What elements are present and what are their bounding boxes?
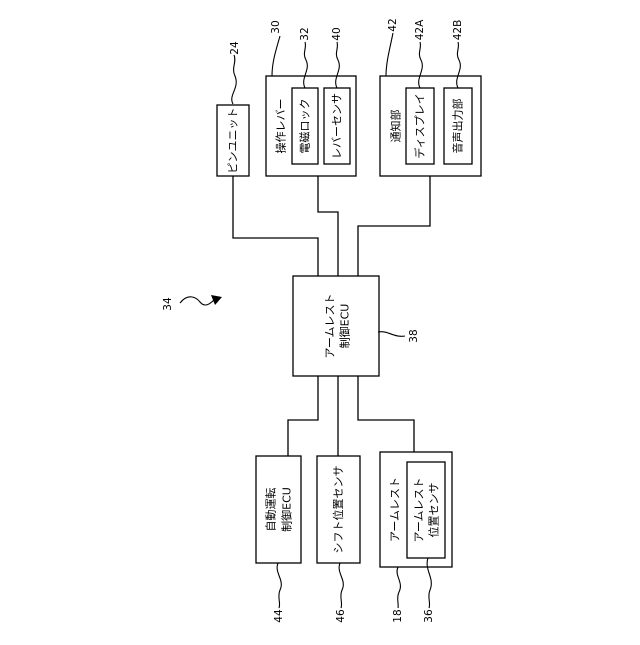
audio-output-label: 音声出力部 — [451, 99, 465, 154]
pin-unit-label: ピンユニット — [227, 108, 240, 174]
wire-auto-ecu — [288, 376, 318, 456]
armrest-ecu-label-line1: アームレスト — [324, 293, 337, 358]
armrest-label: アームレスト — [389, 477, 402, 542]
ref-system: 34 — [162, 297, 174, 311]
audio-output-block: 音声出力部 — [444, 88, 472, 164]
ref-audio-output: 42B — [452, 20, 464, 41]
lever-sensor-label: レバーセンサ — [331, 93, 344, 159]
armrest-block: アームレスト アームレスト 位置センサ — [380, 452, 452, 567]
wire-notify — [358, 176, 430, 276]
autonomous-driving-ecu-block: 自動運転 制御ECU — [256, 456, 301, 563]
ref-shift-sensor: 46 — [335, 609, 347, 623]
ref-lever-sensor: 40 — [331, 27, 343, 40]
ref-armrest: 18 — [392, 609, 404, 622]
ref-armrest-position-sensor: 36 — [423, 609, 435, 623]
wire-pin-unit — [233, 176, 318, 276]
ref-pin-unit: 24 — [229, 41, 241, 55]
ref-electromagnetic-lock: 32 — [299, 27, 311, 40]
display-block: ディスプレイ — [406, 88, 434, 164]
armrest-position-sensor-block: アームレスト 位置センサ — [407, 462, 445, 558]
lever-sensor-block: レバーセンサ — [324, 88, 350, 164]
electromagnetic-lock-block: 電磁ロック — [292, 88, 318, 164]
ref-auto-ecu: 44 — [273, 609, 285, 623]
armrest-ecu-label-line2: 制御ECU — [338, 304, 352, 349]
pin-unit-block: ピンユニット — [217, 105, 249, 176]
wire-armrest — [358, 376, 414, 452]
system-arrow — [180, 297, 215, 305]
notification-label: 通知部 — [389, 110, 403, 143]
wire-lever — [318, 176, 338, 276]
display-label: ディスプレイ — [413, 93, 427, 158]
electromagnetic-lock-label: 電磁ロック — [299, 99, 312, 154]
armrest-pos-label-line1: アームレスト — [413, 477, 426, 542]
ref-armrest-ecu: 38 — [408, 329, 420, 342]
ref-operation-lever: 30 — [270, 20, 282, 33]
notification-block: 通知部 ディスプレイ 音声出力部 — [380, 76, 481, 176]
system-arrow-head — [211, 295, 222, 305]
ref-display: 42A — [414, 19, 426, 40]
ref-notification: 42 — [387, 18, 399, 31]
shift-position-sensor-block: シフト位置センサ — [317, 456, 360, 563]
operation-lever-label: 操作レバー — [274, 99, 288, 154]
armrest-pos-label-line2: 位置センサ — [427, 483, 441, 538]
armrest-control-ecu-block: アームレスト 制御ECU — [293, 276, 379, 376]
auto-ecu-label-line1: 自動運転 — [264, 488, 278, 532]
operation-lever-block: 操作レバー 電磁ロック レバーセンサ — [266, 76, 356, 176]
shift-sensor-label: シフト位置センサ — [331, 466, 345, 554]
auto-ecu-label-line2: 制御ECU — [280, 487, 294, 532]
